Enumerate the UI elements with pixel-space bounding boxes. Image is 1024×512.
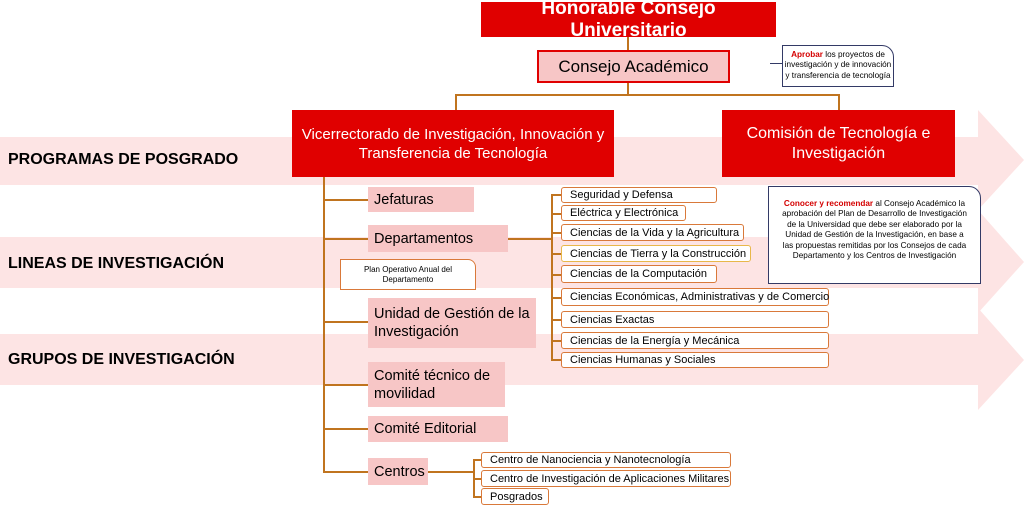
connector-line [455, 94, 840, 96]
unidad-gestion-box[interactable]: Unidad de Gestión de la Investigación [368, 298, 536, 348]
department-item[interactable]: Ciencias de la Energía y Mecánica [561, 332, 829, 349]
connector-line [627, 81, 629, 95]
note-aprobar: Aprobar los proyectos de investigación y… [782, 45, 894, 87]
vicerrectorado-line1: Vicerrectorado de Investigación, Innovac… [301, 125, 605, 143]
connector-line [551, 194, 553, 360]
connector-line [473, 496, 481, 498]
center-item[interactable]: Posgrados [481, 488, 549, 505]
comite-editorial-box[interactable]: Comité Editorial [368, 416, 508, 442]
connector-line [551, 359, 561, 361]
connector-line [323, 238, 368, 240]
connector-line [323, 471, 368, 473]
note-highlight: Conocer y recomendar [783, 199, 874, 208]
connector-line [551, 232, 561, 234]
comision-line2: Investigación [791, 144, 886, 162]
vicerrectorado-line2: Transferencia de Tecnología [358, 144, 548, 162]
connector-line [551, 274, 561, 276]
consejo-academico-box[interactable]: Consejo Académico [537, 50, 730, 83]
band-arrow-lineas [0, 210, 1024, 313]
band-arrow-grupos [0, 308, 1024, 410]
connector-line [551, 319, 561, 321]
connector-line [551, 340, 561, 342]
connector-line [551, 297, 561, 299]
department-item[interactable]: Ciencias de la Vida y la Agricultura [561, 224, 744, 241]
center-item[interactable]: Centro de Nanociencia y Nanotecnología [481, 452, 731, 468]
jefaturas-box[interactable]: Jefaturas [368, 187, 474, 212]
connector-line [473, 478, 481, 480]
connector-line [508, 238, 552, 240]
note-text: al Consejo Académico la aprobación del P… [782, 199, 967, 261]
connector-line [323, 199, 368, 201]
band-label-lineas: LINEAS DE INVESTIGACIÓN [8, 255, 225, 272]
connector-line [551, 213, 561, 215]
vicerrectorado-box[interactable]: Vicerrectorado de Investigación, Innovac… [292, 110, 614, 177]
center-item[interactable]: Centro de Investigación de Aplicaciones … [481, 470, 731, 487]
department-item[interactable]: Ciencias Exactas [561, 311, 829, 328]
connector-line [838, 94, 840, 110]
note-highlight: Aprobar [791, 50, 823, 59]
comision-line1: Comisión de Tecnología e [746, 124, 931, 142]
connector-line [428, 471, 474, 473]
band-label-posgrado: PROGRAMAS DE POSGRADO [8, 151, 239, 168]
department-item[interactable]: Ciencias Económicas, Administrativas y d… [561, 288, 829, 306]
centros-box[interactable]: Centros [368, 458, 428, 485]
note-text: los proyectos de investigación y de inno… [784, 50, 892, 80]
comision-box[interactable]: Comisión de Tecnología e Investigación [722, 110, 955, 177]
comite-movilidad-box[interactable]: Comité técnico de movilidad [368, 362, 505, 407]
department-item[interactable]: Ciencias de Tierra y la Construcción [561, 245, 751, 262]
connector-line [323, 177, 325, 472]
connector-line [323, 428, 368, 430]
department-item[interactable]: Eléctrica y Electrónica [561, 205, 686, 221]
department-item[interactable]: Ciencias Humanas y Sociales [561, 352, 829, 368]
connector-line [770, 63, 782, 64]
honorable-consejo-box[interactable]: Honorable Consejo Universitario [481, 0, 776, 41]
note-conocer: Conocer y recomendar al Consejo Académic… [768, 186, 981, 284]
connector-line [323, 384, 368, 386]
connector-line [627, 37, 629, 52]
department-item[interactable]: Ciencias de la Computación [561, 265, 717, 283]
connector-line [551, 194, 561, 196]
connector-line [473, 459, 481, 461]
plan-operativo-note: Plan Operativo Anual del Departamento [340, 259, 476, 290]
connector-line [323, 321, 368, 323]
connector-line [551, 253, 561, 255]
department-item[interactable]: Seguridad y Defensa [561, 187, 717, 203]
departamentos-box[interactable]: Departamentos [368, 225, 508, 252]
band-label-grupos: GRUPOS DE INVESTIGACIÓN [8, 351, 235, 368]
connector-line [455, 94, 457, 110]
